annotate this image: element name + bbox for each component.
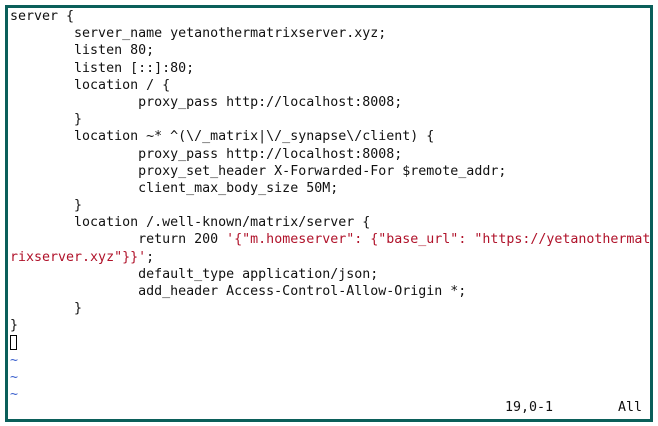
- code-line: return 200 '{"m.homeserver": {"base_url"…: [10, 231, 650, 248]
- code-text: location ~* ^(\/_matrix|\/_synapse\/clie…: [10, 129, 435, 145]
- code-line: location / {: [10, 77, 650, 94]
- code-text: }: [10, 318, 19, 334]
- code-text: location / {: [10, 77, 171, 93]
- code-line: }: [10, 300, 650, 317]
- code-text: listen 80;: [10, 43, 155, 59]
- code-line: proxy_set_header X-Forwarded-For $remote…: [10, 163, 650, 180]
- code-line: }: [10, 197, 650, 214]
- code-text: server_name yetanothermatrixserver.xyz;: [10, 26, 387, 42]
- code-line: client_max_body_size 50M;: [10, 180, 650, 197]
- code-line: }: [10, 111, 650, 128]
- code-text: ;: [146, 249, 155, 265]
- code-line: rixserver.xyz"}}';: [10, 249, 650, 266]
- code-line: proxy_pass http://localhost:8008;: [10, 94, 650, 111]
- code-text: }: [10, 301, 83, 317]
- code-line: server_name yetanothermatrixserver.xyz;: [10, 25, 650, 42]
- code-text: proxy_pass http://localhost:8008;: [10, 146, 403, 162]
- cursor-line: [10, 334, 650, 352]
- string-literal: rixserver.xyz"}}': [10, 249, 147, 265]
- scroll-position: All: [618, 400, 643, 415]
- code-text: }: [10, 198, 83, 214]
- code-line: add_header Access-Control-Allow-Origin *…: [10, 283, 650, 300]
- cursor-position: 19,0-1: [505, 400, 554, 415]
- code-text: }: [10, 112, 83, 128]
- text-cursor: [10, 334, 17, 350]
- code-text: server {: [10, 9, 75, 24]
- code-line: listen 80;: [10, 42, 650, 59]
- code-text: proxy_set_header X-Forwarded-For $remote…: [10, 163, 507, 179]
- code-line: proxy_pass http://localhost:8008;: [10, 146, 650, 163]
- code-line: location /.well-known/matrix/server {: [10, 214, 650, 231]
- code-text: proxy_pass http://localhost:8008;: [10, 94, 403, 110]
- code-text: add_header Access-Control-Allow-Origin *…: [10, 284, 467, 299]
- code-line: listen [::]:80;: [10, 60, 650, 77]
- vim-editor-buffer[interactable]: server { server_name yetanothermatrixser…: [10, 8, 650, 403]
- empty-line-tilde: ~: [10, 387, 19, 403]
- code-line: server {: [10, 8, 650, 25]
- code-text: return 200: [10, 232, 227, 248]
- code-line: default_type application/json;: [10, 266, 650, 283]
- empty-line-tilde: ~: [10, 369, 19, 385]
- code-line: }: [10, 317, 650, 334]
- empty-line-tilde: ~: [10, 352, 19, 368]
- code-text: listen [::]:80;: [10, 60, 195, 76]
- code-text: location /.well-known/matrix/server {: [10, 215, 371, 231]
- terminal-window: server { server_name yetanothermatrixser…: [5, 5, 653, 422]
- code-text: client_max_body_size 50M;: [10, 180, 339, 196]
- code-text: default_type application/json;: [10, 266, 379, 282]
- string-literal: '{"m.homeserver": {"base_url": "https://…: [226, 232, 651, 248]
- code-line: location ~* ^(\/_matrix|\/_synapse\/clie…: [10, 128, 650, 145]
